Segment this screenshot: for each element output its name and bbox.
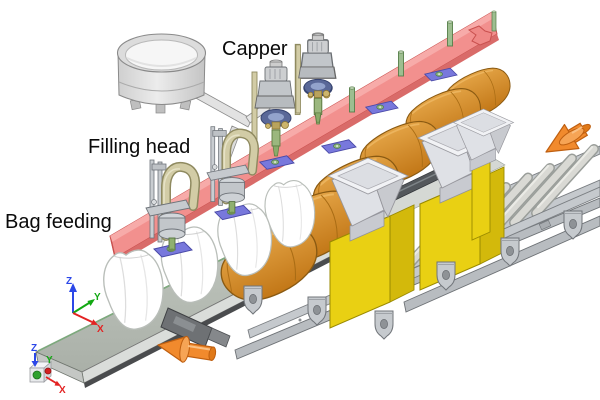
flow-arrow-outfeed-icon bbox=[545, 122, 591, 153]
machine-cabinet-partial bbox=[471, 159, 491, 241]
machine-cabinets bbox=[327, 108, 514, 329]
axis-x-label: X bbox=[97, 324, 104, 335]
origin-axis-x-label: X bbox=[59, 385, 66, 396]
cap-feeder-bowl bbox=[116, 33, 207, 114]
filling-head bbox=[207, 127, 254, 215]
cabinet-unit bbox=[327, 157, 415, 329]
green-post bbox=[447, 20, 453, 47]
green-post bbox=[491, 10, 497, 32]
bag-cap bbox=[321, 139, 357, 154]
origin-triad: Z Y X bbox=[28, 343, 66, 396]
flow-arrow-infeed-icon bbox=[157, 335, 217, 363]
axis-y-label: Y bbox=[94, 292, 101, 303]
origin-axis-y-label: Y bbox=[46, 355, 53, 366]
green-post bbox=[349, 86, 355, 113]
origin-axis-z-label: Z bbox=[31, 343, 37, 354]
coordinate-triad: Z Y X bbox=[66, 276, 104, 335]
label-bag-feeding: Bag feeding bbox=[5, 211, 112, 233]
label-filling-head: Filling head bbox=[88, 136, 190, 158]
axis-z-label: Z bbox=[66, 276, 72, 287]
label-capper: Capper bbox=[222, 38, 288, 60]
belt-drive-motor bbox=[160, 307, 231, 348]
frame-foot bbox=[374, 310, 394, 340]
frame-foot bbox=[243, 285, 263, 315]
rail-end-hook bbox=[467, 25, 493, 46]
green-post bbox=[398, 50, 404, 77]
